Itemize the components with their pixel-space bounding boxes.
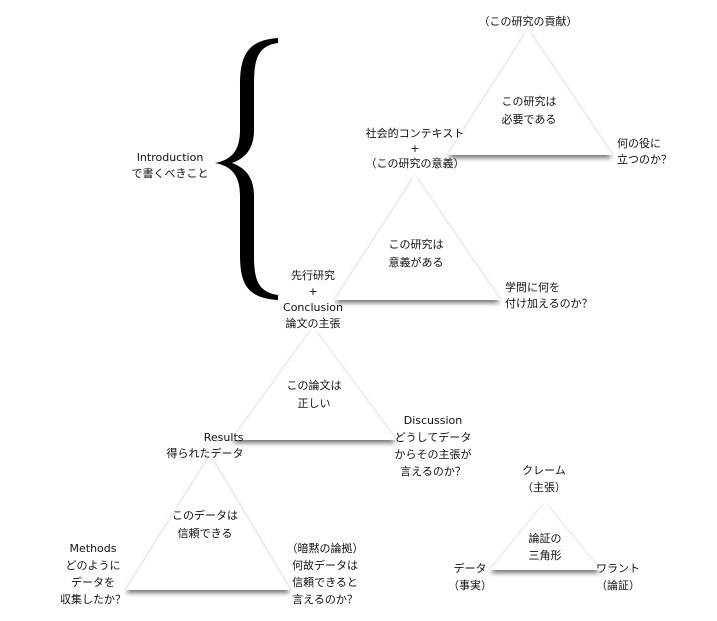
label-line: 学問に何を bbox=[505, 281, 560, 294]
label-line: 収集したか？ bbox=[60, 593, 126, 606]
label-line: 三角形 bbox=[528, 549, 562, 562]
label-line: （この研究の貢献） bbox=[478, 15, 578, 28]
label-line: 必要である bbox=[501, 113, 557, 126]
label-line: からその主張が bbox=[394, 448, 472, 461]
label-line: 立つのか？ bbox=[617, 153, 672, 166]
label-line: + bbox=[410, 142, 420, 155]
label-line: このデータは bbox=[172, 509, 238, 522]
curly-brace bbox=[215, 38, 278, 300]
label-line: 何故データは bbox=[292, 559, 358, 572]
label-line: どのように bbox=[65, 559, 121, 572]
label-line: + bbox=[308, 285, 318, 298]
label-line: クレーム bbox=[522, 464, 566, 477]
label-line: で書くべきこと bbox=[131, 167, 209, 180]
t3-center-label: この論文は 正しい bbox=[287, 378, 342, 412]
t2-right-label: 学問に何を 付け加えるのか？ bbox=[505, 280, 593, 312]
t5-left-label: データ （事実） bbox=[448, 560, 492, 594]
label-line: Methods bbox=[69, 542, 117, 555]
triangle-correctness bbox=[232, 328, 396, 440]
label-line: 得られたデータ bbox=[166, 447, 244, 460]
label-line: 言えるのか？ bbox=[292, 593, 358, 606]
t1-top-label: （この研究の貢献） bbox=[479, 14, 578, 30]
label-line: 論証の bbox=[528, 532, 562, 545]
triangle-necessity bbox=[448, 30, 612, 155]
t5-top-label: クレーム （主張） bbox=[522, 462, 566, 496]
label-line: Conclusion bbox=[283, 301, 343, 314]
label-line: データを bbox=[71, 576, 115, 589]
t1-left-label: 社会的コンテキスト + （この研究の意義） bbox=[366, 126, 465, 171]
t1-center-label: この研究は 必要である bbox=[502, 94, 557, 128]
t3-left-label: Results 得られたデータ bbox=[167, 430, 244, 462]
label-line: （論証） bbox=[596, 579, 640, 592]
label-line: 先行研究 bbox=[290, 269, 335, 282]
label-line: 付け加えるのか？ bbox=[505, 297, 593, 310]
t4-center-label: このデータは 信頼できる bbox=[172, 508, 238, 542]
t1-right-label: 何の役に 立つのか？ bbox=[617, 136, 672, 168]
label-line: この研究は bbox=[388, 238, 444, 251]
label-line: （この研究の意義） bbox=[365, 157, 465, 170]
label-line: この論文は bbox=[286, 379, 342, 392]
label-line: どうしてデータ bbox=[394, 431, 472, 444]
label-line: （主張） bbox=[522, 481, 566, 494]
t4-left-label: Methods どのように データを 収集したか？ bbox=[60, 540, 126, 608]
label-line: 意義がある bbox=[388, 256, 444, 269]
triangle-argument bbox=[490, 503, 600, 570]
label-line: データ bbox=[453, 562, 487, 575]
introduction-label: Introduction で書くべきこと bbox=[132, 150, 209, 182]
label-line: Discussion bbox=[403, 414, 463, 427]
label-line: （事実） bbox=[448, 579, 492, 592]
label-line: この研究は bbox=[501, 95, 557, 108]
t3-right-label: Discussion どうしてデータ からその主張が 言えるのか？ bbox=[395, 412, 472, 480]
label-line: ワラント bbox=[596, 562, 640, 575]
t4-right-label: （暗黙の論拠） 何故データは 信頼できると 言えるのか？ bbox=[287, 540, 364, 608]
t2-center-label: この研究は 意義がある bbox=[389, 237, 444, 271]
label-line: 社会的コンテキスト bbox=[365, 127, 465, 140]
t5-center-label: 論証の 三角形 bbox=[529, 530, 562, 564]
label-line: Results bbox=[203, 431, 244, 444]
label-line: 正しい bbox=[297, 397, 331, 410]
triangle-reliability bbox=[126, 456, 290, 590]
label-line: Introduction bbox=[136, 151, 204, 164]
label-line: 論文の主張 bbox=[285, 317, 341, 330]
t5-right-label: ワラント （論証） bbox=[596, 560, 640, 594]
label-line: 言えるのか？ bbox=[400, 465, 466, 478]
label-line: 信頼できると bbox=[292, 576, 358, 589]
t2-left-label: 先行研究 + Conclusion 論文の主張 bbox=[283, 268, 343, 332]
label-line: 信頼できる bbox=[177, 527, 233, 540]
label-line: （暗黙の論拠） bbox=[286, 542, 364, 555]
triangle-significance bbox=[335, 176, 500, 300]
label-line: 何の役に bbox=[617, 137, 661, 150]
